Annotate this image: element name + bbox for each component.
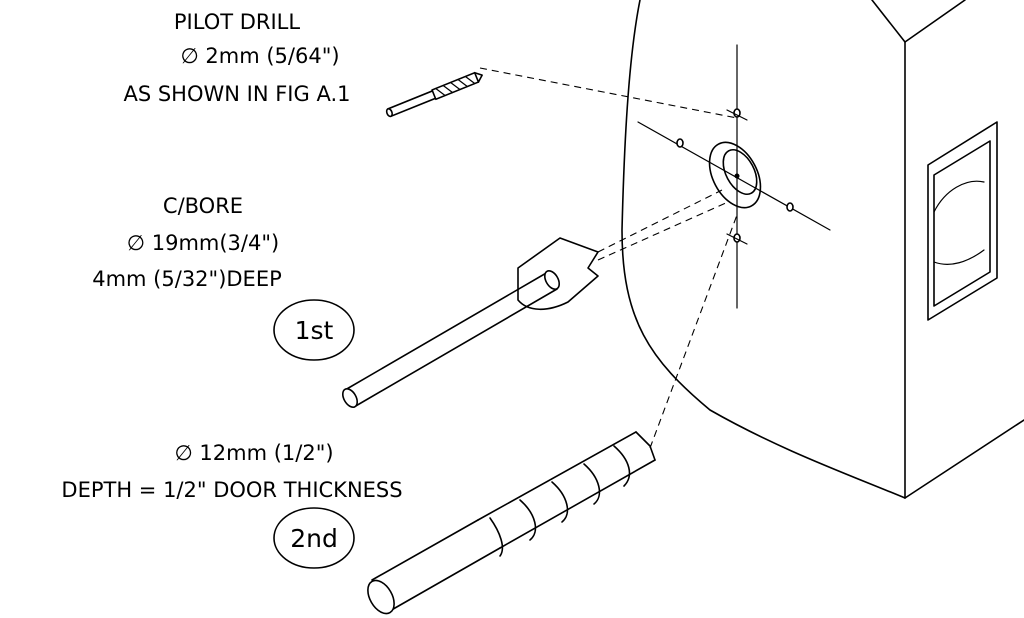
pilot-drill-shank [387, 89, 439, 118]
twist-drill-bit [367, 431, 656, 615]
cbore-size: ∅ 19mm(3/4") [127, 231, 279, 255]
cbore-leader-lower [597, 201, 729, 261]
center-point [734, 173, 740, 179]
spade-shaft-end [341, 388, 359, 408]
cbore-leader-upper [597, 189, 723, 253]
pilot-leader [479, 67, 738, 119]
counterbore-callout: C/BORE ∅ 19mm(3/4") 4mm (5/32")DEEP [92, 194, 282, 291]
drill-size: ∅ 12mm (1/2") [174, 441, 333, 465]
latch-plate [927, 121, 998, 321]
step-2-badge: 2nd [273, 507, 355, 569]
mark-hole-left [676, 138, 684, 148]
step-2-label: 2nd [290, 524, 338, 553]
latch-bolt-curve [933, 180, 985, 213]
tick-top [726, 109, 748, 121]
tick-bottom [726, 233, 748, 245]
step-1-label: 1st [295, 316, 334, 345]
horizontal-centerline [637, 121, 831, 231]
cbore-title: C/BORE [163, 194, 243, 218]
drill-leader [649, 214, 738, 449]
door-left-edge [621, 0, 906, 499]
twist-flute-4 [583, 463, 601, 505]
pilot-drill-spiral [435, 75, 476, 97]
twist-body-top [477, 431, 637, 521]
spade-bit [341, 237, 599, 408]
spade-blade [517, 237, 599, 311]
pilot-drill-end [385, 107, 393, 118]
latch-plate-outer [927, 121, 998, 321]
door-top-edge [871, 0, 966, 43]
cbore-depth: 4mm (5/32")DEEP [92, 267, 282, 291]
latch-plate-inner [933, 140, 991, 307]
door-right-edge [904, 419, 1024, 499]
leader-lines [479, 67, 738, 449]
pilot-note: AS SHOWN IN FIG A.1 [123, 82, 350, 106]
twist-tip [635, 431, 656, 461]
drill-depth: DEPTH = 1/2" DOOR THICKNESS [61, 478, 402, 502]
twist-drill-callout: ∅ 12mm (1/2") DEPTH = 1/2" DOOR THICKNES… [61, 441, 402, 502]
spade-shaft-collar [543, 270, 561, 290]
twist-flute-3 [551, 481, 569, 523]
twist-flute-2 [519, 499, 537, 541]
pilot-drill-tip [473, 71, 483, 83]
pilot-drill-callout: PILOT DRILL ∅ 2mm (5/64") AS SHOWN IN FI… [123, 10, 350, 106]
counterbore-outer [708, 141, 762, 209]
step-1-circle [273, 299, 355, 361]
counterbore-inner [722, 149, 758, 195]
pilot-title: PILOT DRILL [174, 10, 300, 34]
latch-bolt-curve-lower [933, 249, 985, 265]
hole-marking [637, 44, 831, 309]
twist-shank-top [371, 519, 479, 581]
twist-shank-bottom [387, 547, 501, 613]
twist-flute-1 [489, 517, 504, 557]
twist-shank-end [367, 579, 395, 615]
spade-shaft-top [344, 271, 549, 391]
door-panel [621, 0, 1024, 499]
step-1-badge: 1st [273, 299, 355, 361]
spade-shaft-bottom [353, 288, 558, 408]
mark-hole-right [786, 202, 794, 212]
step-2-circle [273, 507, 355, 569]
pilot-drill-bit [385, 71, 483, 118]
pilot-size: ∅ 2mm (5/64") [180, 44, 339, 68]
twist-flute-5 [613, 445, 631, 487]
